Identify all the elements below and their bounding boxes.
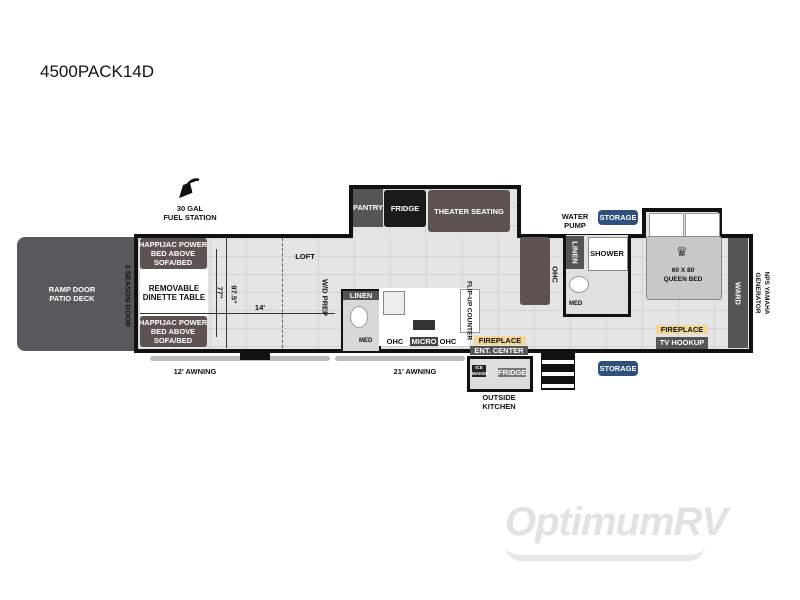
fridge <box>384 190 426 227</box>
season-door-label: 3 SEASON DOOR <box>123 264 133 328</box>
pantry-label: PANTRY <box>353 203 383 212</box>
loft-label: LOFT <box>295 252 315 261</box>
dim-line-975 <box>226 238 227 348</box>
tv-hookup: TV HOOKUP <box>656 337 708 349</box>
shower-label: SHOWER <box>590 249 624 258</box>
fridge-label: FRIDGE <box>390 204 420 213</box>
storage-bottom-badge: STORAGE <box>598 361 638 376</box>
watermark-swoosh <box>505 545 705 561</box>
stove-icon <box>413 320 435 330</box>
dim-97-5: 97.5" <box>229 285 239 304</box>
queen-bed <box>646 236 722 300</box>
toilet-1-icon <box>350 306 368 328</box>
dim-line-77 <box>216 249 217 337</box>
shower <box>588 237 628 271</box>
wd-prep-label: W/D PREP <box>320 278 330 317</box>
pillow-right <box>685 213 720 237</box>
ohc-2: OHC <box>439 337 457 346</box>
micro: MICRO <box>410 337 438 346</box>
entry-steps[interactable] <box>541 352 575 390</box>
pillow-left <box>649 213 684 237</box>
awning-12-label: 12' AWNING <box>173 367 217 376</box>
theater-seating-label: THEATER SEATING <box>434 207 504 216</box>
optimumrv-watermark: OptimumRV <box>505 500 728 544</box>
sofa-bed-bottom <box>140 316 207 347</box>
ohc-1: OHC <box>386 337 404 346</box>
crown-icon: ♛ <box>676 244 688 259</box>
med-2: MED <box>569 301 583 307</box>
fireplace-1-label: FIREPLACE <box>474 336 526 345</box>
ohc-3: OHC <box>550 266 560 283</box>
flip-up-counter-label: FLIP-UP COUNTER <box>465 280 473 341</box>
ward-label: WARD <box>733 282 743 305</box>
slide-opening <box>353 234 517 240</box>
fireplace-2-label: FIREPLACE <box>656 325 708 334</box>
sofa-bed-top <box>140 238 207 269</box>
sink-icon <box>383 291 405 315</box>
theater-seating <box>428 190 510 232</box>
dim-77: 77" <box>215 286 225 299</box>
linen-2 <box>566 236 584 269</box>
dinette-table <box>140 269 208 316</box>
awning-21 <box>335 356 465 361</box>
awning-21-label: 21' AWNING <box>393 367 437 376</box>
awning-door <box>240 353 270 360</box>
ice-maker: ICE MAKER <box>472 365 489 377</box>
linen-2-label: LINEN <box>570 241 580 264</box>
dim-14: 14' <box>254 303 266 312</box>
ent-center: ENT. CENTER <box>470 346 528 355</box>
fuel-nozzle-icon <box>179 178 200 198</box>
loft-dashed-line <box>282 238 283 348</box>
linen-1: LINEN <box>343 291 379 300</box>
toilet-2-icon <box>569 276 589 293</box>
med-1: MED <box>359 338 373 344</box>
flip-up-counter <box>460 289 480 333</box>
sofa <box>520 237 550 305</box>
model-title: 4500PACK14D <box>40 62 155 81</box>
wardrobe <box>728 238 748 348</box>
pantry <box>353 189 383 227</box>
dim-line-14 <box>140 313 335 314</box>
ramp-door-patio-deck <box>17 237 135 351</box>
storage-top-badge: STORAGE <box>598 210 638 225</box>
outside-fridge: FRIDGE <box>498 368 527 377</box>
